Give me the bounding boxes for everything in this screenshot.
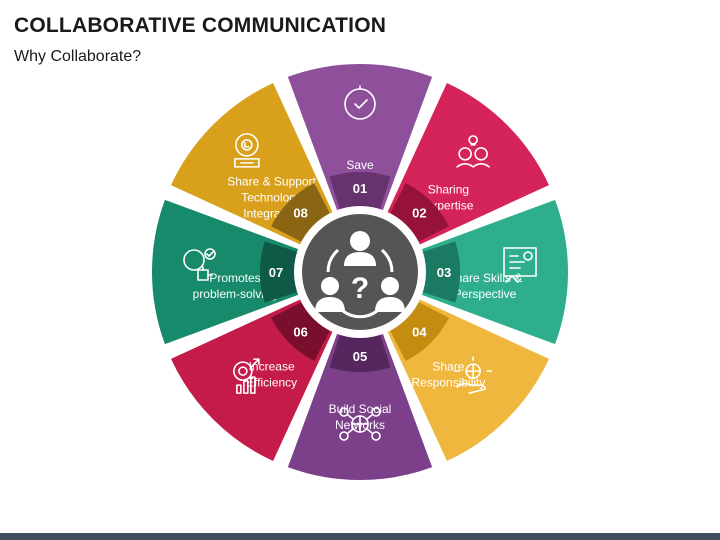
segment-08-number: 08: [293, 206, 307, 221]
segment-05-label-line: Build Social: [329, 402, 392, 416]
segment-04-label-line: Share: [432, 359, 464, 373]
page-title: COLLABORATIVE COMMUNICATION: [14, 14, 387, 37]
segment-04-tab: [388, 300, 449, 361]
tech-support-icon: [234, 133, 260, 168]
segment-08-label-line: Share & Support: [227, 175, 316, 189]
segment-03: [418, 199, 569, 345]
segment-06-label-line: Increase: [249, 359, 295, 373]
bottom-accent-bar: [0, 533, 720, 540]
segment-08-tab: [271, 183, 332, 244]
segment-02-label-line: Sharing: [428, 183, 469, 197]
segment-05: [287, 330, 433, 481]
segment-01-tab: [329, 172, 391, 213]
heads-lightbulb-icon: [457, 136, 490, 168]
segment-01: [287, 64, 433, 214]
segment-08-label-line: Technology: [241, 191, 302, 205]
segment-04-number: 04: [412, 324, 427, 339]
segment-07-label-line: problem-solving: [193, 287, 278, 301]
segment-04-label-line: Responsibility: [411, 375, 485, 389]
segment-06-tab: [271, 300, 332, 361]
page-subtitle: Why Collaborate?: [14, 48, 142, 65]
gear-chart-icon: [233, 358, 260, 394]
segment-07-label-line: Promotes: [209, 271, 260, 285]
svg-text:?: ?: [351, 272, 369, 305]
people-question-icon: ?: [315, 231, 405, 319]
segment-05-number: 05: [353, 349, 367, 364]
segment-06-label-line: Efficiency: [246, 375, 297, 389]
segment-03-number: 03: [437, 265, 451, 280]
segment-03-label-line: Perspective: [454, 287, 517, 301]
segment-07-tab: [259, 241, 301, 303]
number-tabs-layer: 01 02 03 04 05 06 07 08: [259, 172, 460, 372]
hand-globe-icon: [454, 356, 492, 394]
segment-06-number: 06: [293, 324, 307, 339]
segment-03-label-line: Share Skills &: [448, 271, 523, 285]
segment-07-number: 07: [269, 265, 283, 280]
network-globe-icon: [339, 407, 381, 441]
segment-05-label-line: Networks: [335, 418, 385, 432]
segment-02-number: 02: [412, 206, 426, 221]
segment-07: [151, 199, 302, 345]
segment-01-number: 01: [353, 181, 367, 196]
segment-02-tab: [388, 183, 449, 244]
clock-check-icon: [344, 85, 376, 120]
segment-01-label-line: Save: [346, 158, 374, 172]
segment-05-tab: [329, 331, 391, 372]
center-hub: ?: [294, 206, 426, 338]
puzzle-head-icon: [183, 248, 216, 281]
skills-board-icon: [503, 247, 537, 283]
segment-03-tab: [419, 241, 460, 303]
